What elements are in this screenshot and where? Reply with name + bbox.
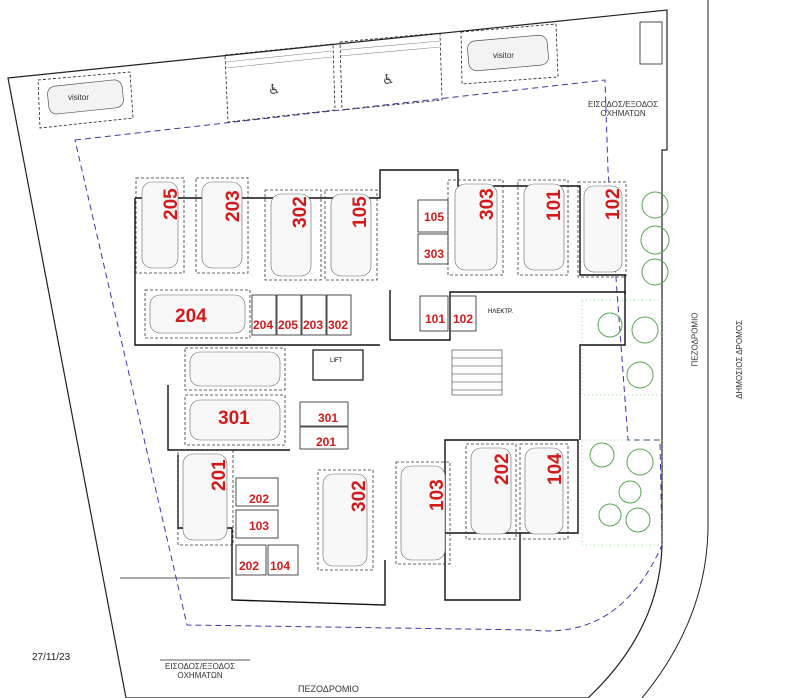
dashed-building-line xyxy=(74,79,663,632)
entrance-text-4: ΟΧΗΜΑΤΩΝ xyxy=(177,671,223,680)
parking-202: 202 xyxy=(492,453,513,485)
storage-105: 105 xyxy=(424,210,444,224)
sidewalk-label-bottom: ΠΕΖΟΔΡΟΜΙΟ xyxy=(298,684,359,694)
electric-room: ΗΛΕΚΤΡ. xyxy=(488,309,513,315)
parking-105-top: 105 xyxy=(350,196,371,228)
sidewalk-label-right: ΠΕΖΟΔΡΟΜΙΟ xyxy=(690,312,700,367)
road-edge xyxy=(641,0,709,698)
visitor-cars xyxy=(47,34,549,115)
public-road-label: ΔΗΜΟΣΙΟΣ ΔΡΟΜΟΣ xyxy=(734,320,744,399)
stairs xyxy=(451,349,503,396)
parking-303: 303 xyxy=(477,188,498,220)
garden-hatch xyxy=(581,299,663,396)
entrance-label-bottom: ΕΙΣΟΔΟΣ/ΕΞΟΔΟΣ ΟΧΗΜΑΤΩΝ xyxy=(160,662,240,680)
parking-numbers: 205 203 302 105 303 101 102 204 301 201 … xyxy=(161,188,624,512)
storage-104: 104 xyxy=(270,559,290,573)
entrance-text-3: ΕΙΣΟΔΟΣ/ΕΞΟΔΟΣ xyxy=(164,662,236,671)
storage-204: 204 xyxy=(253,318,273,332)
visitor-label-2: visitor xyxy=(493,51,514,60)
building-walls xyxy=(134,169,626,606)
lift-label: LIFT xyxy=(330,358,343,364)
lift-box xyxy=(312,349,364,381)
storage-203: 203 xyxy=(303,318,323,332)
disabled-icons: ♿ ♿ xyxy=(268,72,395,98)
storage-101: 101 xyxy=(425,312,445,326)
parking-103: 103 xyxy=(427,479,448,511)
top-parking xyxy=(37,21,663,129)
storage-303: 303 xyxy=(424,247,444,261)
site-boundary xyxy=(7,9,668,698)
storage-201: 201 xyxy=(316,435,336,449)
cars xyxy=(141,181,623,567)
parking-302-top: 302 xyxy=(290,196,311,228)
parking-bays xyxy=(135,177,627,571)
plan-date: 27/11/23 xyxy=(32,652,71,663)
parking-104: 104 xyxy=(545,453,566,485)
storage-301: 301 xyxy=(318,411,338,425)
svg-text:♿: ♿ xyxy=(268,82,281,98)
storage-102: 102 xyxy=(453,312,473,326)
storage-103: 103 xyxy=(249,519,269,533)
storage-numbers: 105 303 101 102 204 205 203 302 301 201 … xyxy=(239,210,473,573)
parking-101: 101 xyxy=(544,189,565,221)
storage-205: 205 xyxy=(278,318,298,332)
garden-hatch-2 xyxy=(581,439,663,546)
visitor-label-1: visitor xyxy=(68,93,89,102)
parking-201: 201 xyxy=(209,459,230,491)
entrance-text-2: ΟΧΗΜΑΤΩΝ xyxy=(600,109,646,118)
svg-text:♿: ♿ xyxy=(382,72,395,88)
parking-205: 205 xyxy=(161,188,182,220)
storage-boxes xyxy=(235,199,477,576)
parking-102: 102 xyxy=(603,188,624,220)
parking-302-bottom: 302 xyxy=(349,480,370,512)
storage-202-b: 202 xyxy=(239,559,259,573)
entrance-text-1: ΕΙΣΟΔΟΣ/ΕΞΟΔΟΣ xyxy=(588,100,659,109)
parking-204: 204 xyxy=(175,306,207,327)
bottom-entrance xyxy=(120,577,250,661)
storage-202-a: 202 xyxy=(249,492,269,506)
entrance-label-top: ΕΙΣΟΔΟΣ/ΕΞΟΔΟΣ ΟΧΗΜΑΤΩΝ xyxy=(588,100,658,118)
trees xyxy=(589,191,670,533)
parking-301: 301 xyxy=(218,408,250,429)
parking-203: 203 xyxy=(223,190,244,222)
storage-302: 302 xyxy=(328,318,348,332)
